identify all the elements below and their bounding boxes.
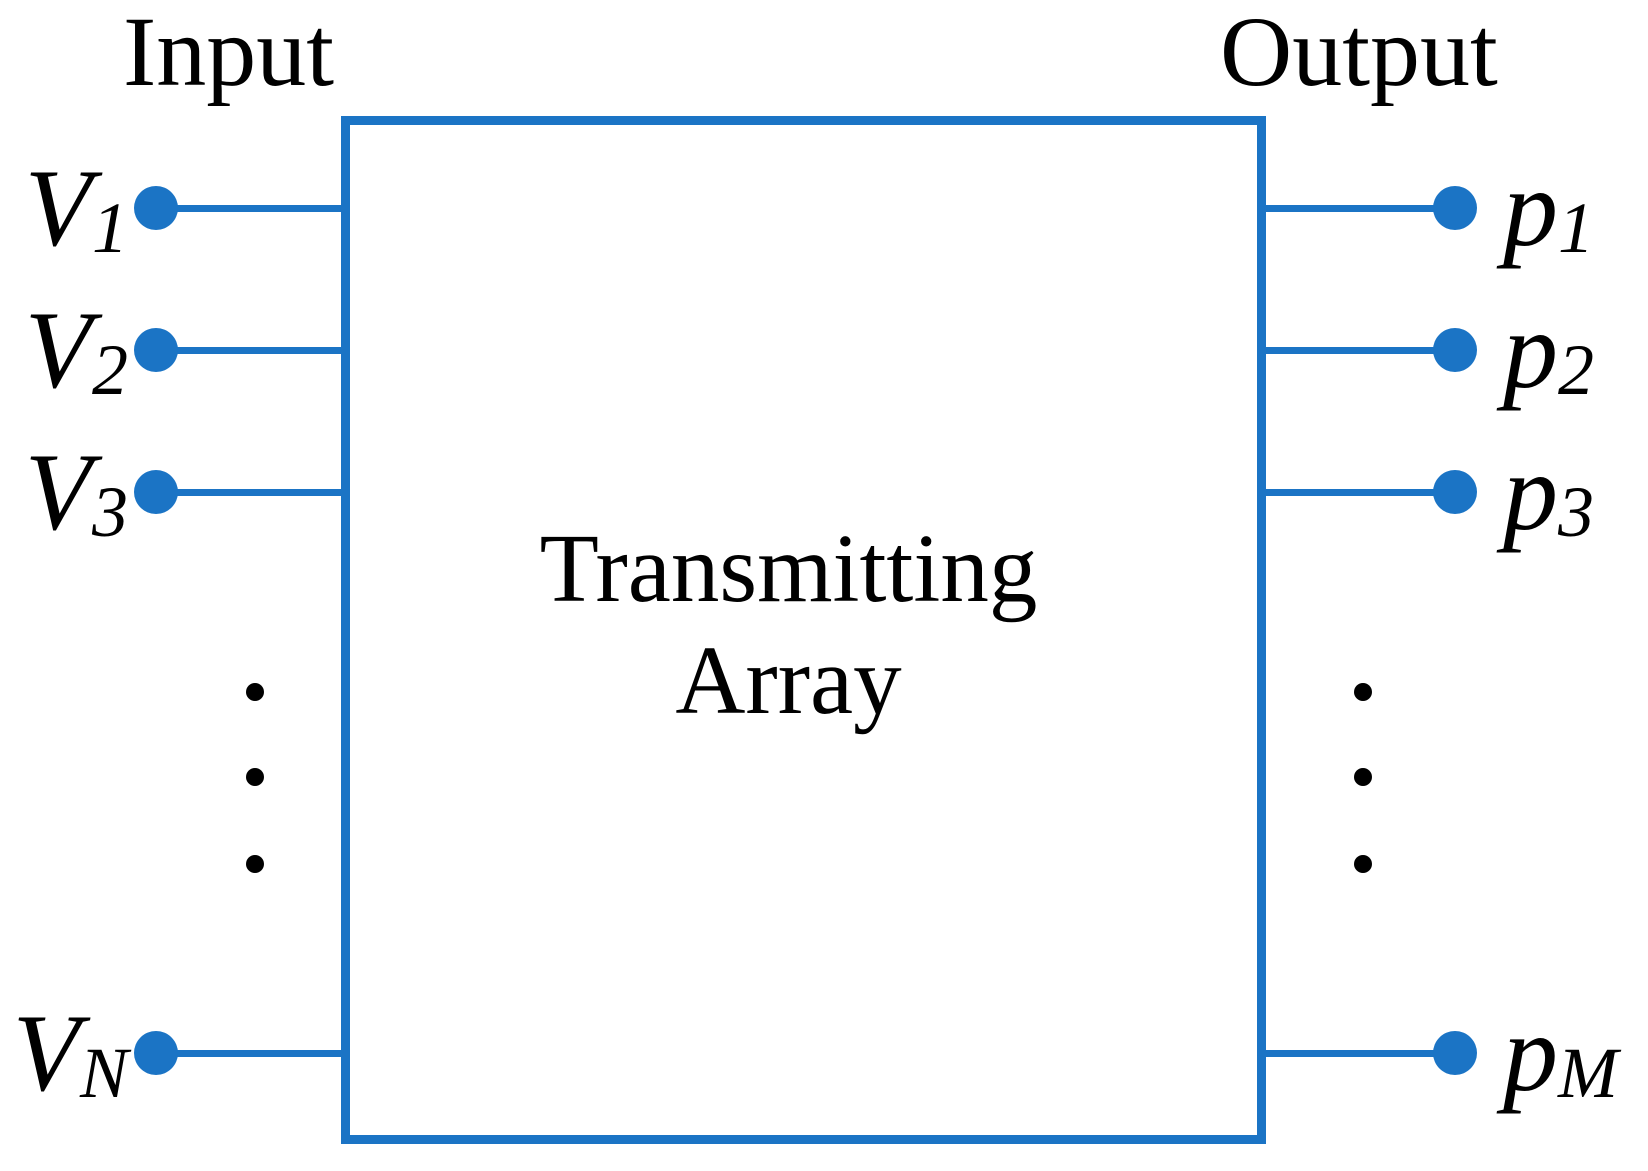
input-terminal-dot-n <box>134 1031 178 1075</box>
input-ellipsis-dot <box>246 683 264 701</box>
output-terminal-dot-m <box>1433 1031 1477 1075</box>
box-title-line2: Array <box>675 627 902 734</box>
port-subscript: 3 <box>92 472 128 552</box>
output-wire-3 <box>1259 489 1455 496</box>
box-title: Transmitting Array <box>540 513 1038 737</box>
port-symbol: p <box>1503 288 1558 411</box>
input-ellipsis-dot <box>246 768 264 786</box>
input-terminal-dot-2 <box>134 328 178 372</box>
input-terminal-dot-1 <box>134 186 178 230</box>
transmitting-array-box: Transmitting Array <box>341 116 1266 1144</box>
output-ellipsis-dot <box>1354 855 1372 873</box>
port-symbol: p <box>1503 146 1558 269</box>
port-subscript: M <box>1558 1033 1618 1113</box>
port-subscript: 1 <box>92 188 128 268</box>
output-ellipsis-dot <box>1354 768 1372 786</box>
port-symbol: V <box>12 991 80 1114</box>
output-wire-1 <box>1259 205 1455 212</box>
port-symbol: V <box>24 430 92 553</box>
input-terminal-dot-3 <box>134 470 178 514</box>
output-wire-m <box>1259 1050 1455 1057</box>
output-terminal-dot-1 <box>1433 186 1477 230</box>
box-title-line1: Transmitting <box>539 515 1038 622</box>
port-subscript: 2 <box>92 330 128 410</box>
output-terminal-dot-3 <box>1433 470 1477 514</box>
input-wire-3 <box>157 489 345 496</box>
output-terminal-dot-2 <box>1433 328 1477 372</box>
port-subscript: 3 <box>1558 472 1594 552</box>
port-symbol: V <box>24 288 92 411</box>
port-symbol: p <box>1503 430 1558 553</box>
port-subscript: N <box>79 1033 128 1113</box>
input-section-label: Input <box>123 0 335 107</box>
input-wire-1 <box>157 205 345 212</box>
output-section-label: Output <box>1220 0 1498 107</box>
input-ellipsis-dot <box>246 855 264 873</box>
port-subscript: 2 <box>1558 330 1594 410</box>
port-symbol: p <box>1503 991 1558 1114</box>
port-subscript: 1 <box>1558 188 1594 268</box>
input-wire-2 <box>157 347 345 354</box>
port-symbol: V <box>24 146 92 269</box>
output-ellipsis-dot <box>1354 683 1372 701</box>
output-wire-2 <box>1259 347 1455 354</box>
input-wire-n <box>157 1050 345 1057</box>
